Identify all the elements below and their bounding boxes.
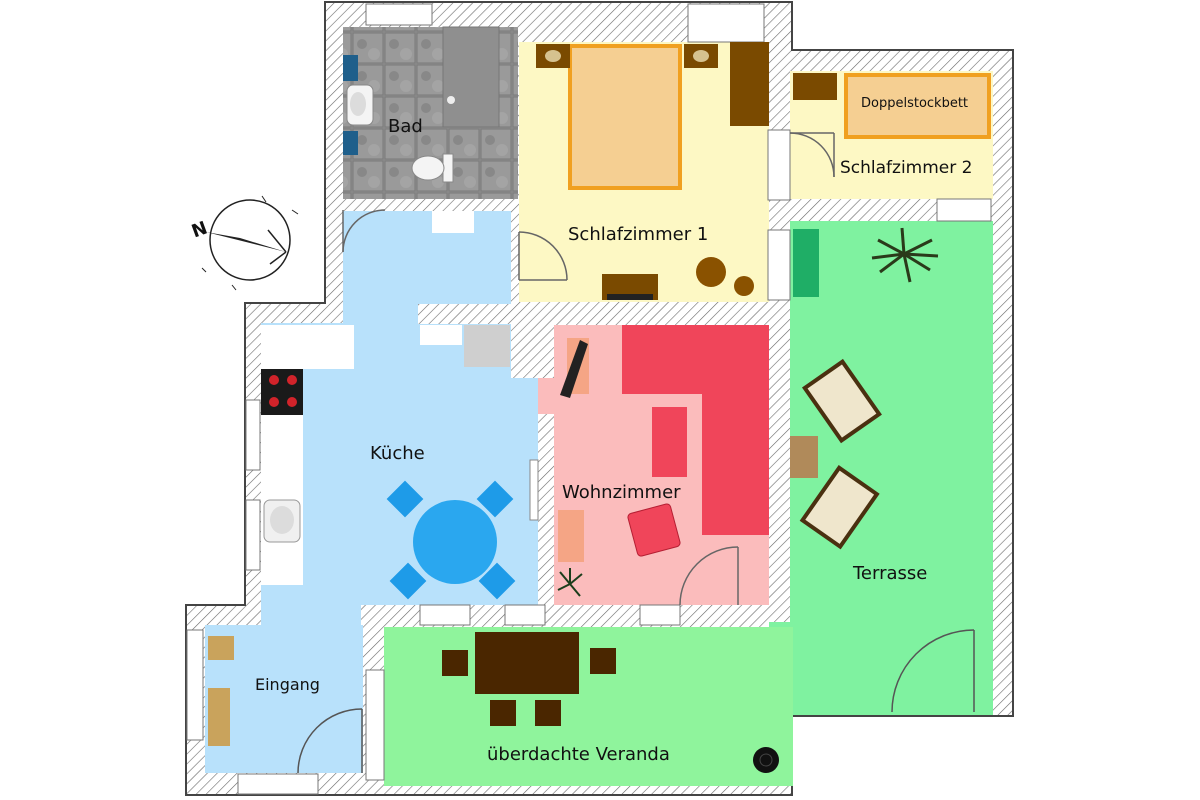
label-terrasse: Terrasse bbox=[852, 563, 927, 584]
round-table bbox=[696, 257, 726, 287]
stove bbox=[261, 369, 303, 415]
door-swing bbox=[789, 132, 835, 178]
chair bbox=[535, 700, 561, 726]
lamp-icon bbox=[560, 340, 588, 398]
stool bbox=[734, 276, 754, 296]
compass-icon: N bbox=[189, 195, 299, 291]
shower-area bbox=[442, 26, 500, 128]
door-swing bbox=[891, 629, 975, 713]
side-table bbox=[558, 510, 584, 562]
chair bbox=[389, 562, 427, 600]
schlafzimmer-1-furniture bbox=[518, 42, 769, 300]
label-eingang: Eingang bbox=[255, 675, 320, 694]
kitchen-counter bbox=[432, 211, 474, 233]
label-wohnzimmer: Wohnzimmer bbox=[562, 482, 681, 503]
wohnzimmer-furniture bbox=[557, 325, 769, 606]
kueche-furniture bbox=[261, 209, 539, 600]
shower-drain-icon bbox=[447, 96, 455, 104]
terrasse-furniture bbox=[790, 227, 975, 713]
sz2-cabinet bbox=[793, 73, 837, 100]
toilet-icon bbox=[411, 155, 445, 181]
dining-table bbox=[475, 632, 579, 694]
entrance-door-swing bbox=[297, 708, 363, 774]
chair bbox=[476, 480, 514, 518]
wardrobe bbox=[730, 42, 769, 126]
veranda-furniture bbox=[442, 632, 779, 773]
schlafzimmer-2-furniture bbox=[789, 73, 991, 178]
round-dining-table bbox=[413, 500, 497, 584]
label-schlafzimmer-1: Schlafzimmer 1 bbox=[568, 224, 708, 245]
planter bbox=[793, 229, 819, 297]
door-swing bbox=[342, 209, 386, 253]
chair bbox=[442, 650, 468, 676]
sun-lounger bbox=[799, 465, 880, 550]
grill-icon bbox=[753, 747, 779, 773]
coffee-table bbox=[652, 407, 687, 477]
plant-icon bbox=[557, 568, 583, 597]
bad-fixtures bbox=[343, 26, 500, 183]
label-bad: Bad bbox=[388, 116, 423, 137]
label-kueche: Küche bbox=[370, 443, 425, 464]
chair bbox=[590, 648, 616, 674]
door-swing bbox=[679, 546, 739, 606]
chair bbox=[490, 700, 516, 726]
side-table-wood bbox=[790, 436, 818, 478]
shoe-cabinet bbox=[208, 688, 230, 746]
palm-plant-icon bbox=[871, 227, 939, 283]
fridge bbox=[464, 325, 510, 367]
door-swing bbox=[518, 231, 568, 281]
eingang-furniture bbox=[208, 636, 363, 774]
bunk-bed bbox=[844, 73, 991, 139]
bad-cabinet bbox=[343, 131, 358, 155]
room-terrasse bbox=[790, 221, 993, 715]
chair bbox=[386, 480, 424, 518]
compass-north-letter: N bbox=[189, 217, 210, 242]
windows bbox=[186, 3, 992, 795]
double-bed bbox=[568, 44, 682, 190]
label-schlafzimmer-2: Schlafzimmer 2 bbox=[840, 158, 972, 178]
kitchen-counter bbox=[261, 325, 354, 369]
chair bbox=[478, 562, 516, 600]
armchair bbox=[627, 503, 681, 557]
bad-cabinet bbox=[343, 55, 358, 81]
label-veranda: überdachte Veranda bbox=[487, 744, 670, 765]
label-doppelstockbett: Doppelstockbett bbox=[861, 96, 968, 111]
coat-rack bbox=[208, 636, 234, 660]
sofa bbox=[622, 325, 769, 535]
sun-lounger bbox=[801, 358, 882, 444]
kitchen-counter bbox=[420, 325, 462, 345]
